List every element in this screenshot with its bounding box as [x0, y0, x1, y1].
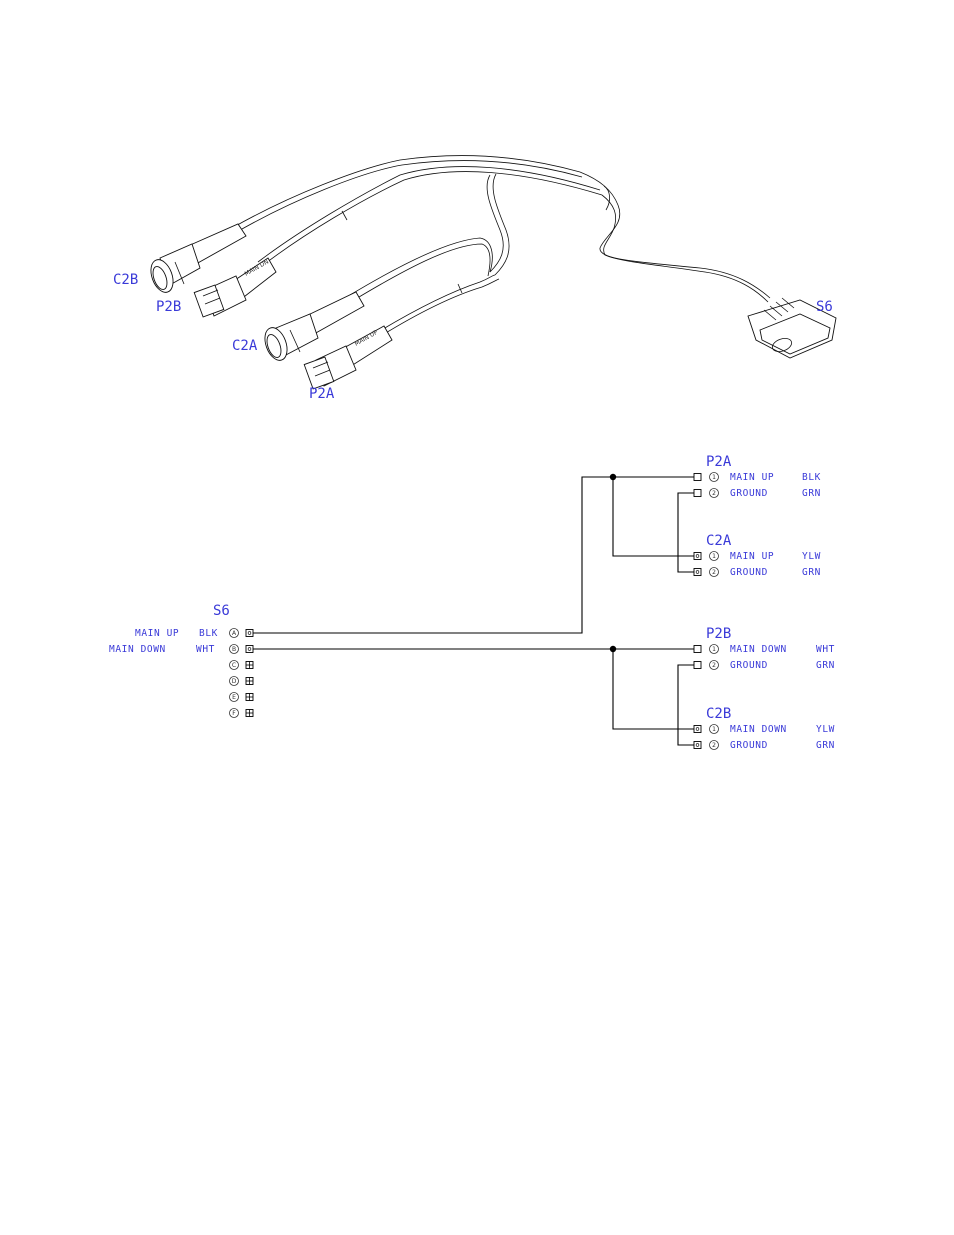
terminal-square — [694, 490, 701, 497]
wire-name: GROUND — [730, 488, 768, 499]
s6-pin-color: WHT — [196, 644, 215, 655]
s6-pin-name: MAIN DOWN — [109, 644, 166, 655]
terminal-square — [694, 474, 701, 481]
s6-pin-row: E — [230, 693, 254, 702]
connector-title: P2A — [706, 454, 732, 470]
p2b-connector-drawing: MAIN DN — [194, 258, 276, 317]
wire-name: GROUND — [730, 567, 768, 578]
wire-color: WHT — [816, 644, 835, 655]
wire-color: BLK — [802, 472, 821, 483]
pin-number: 2 — [712, 569, 716, 576]
terminal-square — [694, 646, 701, 653]
wire-color: GRN — [816, 740, 835, 751]
splice-dot-up — [610, 474, 616, 480]
s6-pin-row: C — [230, 661, 254, 670]
s6-pin-row: MAIN UP BLK A — [135, 628, 253, 639]
s6-pin-row: F — [230, 709, 254, 718]
p2a-block: P2A 1 MAIN UP BLK 2 GROUND GRN — [694, 454, 821, 499]
s6-pin-letter: D — [232, 678, 237, 685]
connector-title: P2B — [706, 626, 731, 642]
splice-dot-down — [610, 646, 616, 652]
s6-illustration-label: S6 — [816, 299, 833, 315]
s6-pin-letter: E — [232, 694, 236, 701]
connector-title: C2A — [706, 533, 732, 549]
s6-pin-letter: C — [232, 662, 236, 669]
wire-name: MAIN UP — [730, 472, 774, 483]
wire-color: GRN — [802, 567, 821, 578]
pin-number: 2 — [712, 662, 716, 669]
terminal-square — [694, 553, 701, 560]
schematic-wires — [253, 474, 694, 745]
wire-color: GRN — [816, 660, 835, 671]
pin-number: 1 — [712, 646, 716, 653]
pin-number: 1 — [712, 726, 716, 733]
wire-color: YLW — [816, 724, 835, 735]
wiring-schematic: S6 MAIN UP BLK A MAIN DOWN WHT B C — [109, 454, 835, 751]
pin-number: 1 — [712, 474, 716, 481]
wire-name: GROUND — [730, 660, 768, 671]
pin-number: 1 — [712, 553, 716, 560]
terminal-square-used — [246, 630, 253, 637]
s6-pin-letter: F — [232, 710, 236, 717]
c2b-illustration-label: C2B — [113, 272, 138, 288]
s6-pin-row: D — [230, 677, 254, 686]
p2b-block: P2B 1 MAIN DOWN WHT 2 GROUND GRN — [694, 626, 835, 671]
wire-color: GRN — [802, 488, 821, 499]
terminal-square — [694, 726, 701, 733]
terminal-square-used — [246, 646, 253, 653]
connector-title: C2B — [706, 706, 731, 722]
s6-pin-name: MAIN UP — [135, 628, 179, 639]
terminal-square — [694, 742, 701, 749]
p2a-illustration-label: P2A — [309, 386, 335, 402]
harness-illustration: MAIN DN MAIN UP C — [113, 156, 836, 402]
terminal-square — [694, 662, 701, 669]
s6-pin-row: MAIN DOWN WHT B — [109, 644, 253, 655]
c2a-block: C2A 1 MAIN UP YLW 2 GROUND GRN — [694, 533, 821, 578]
s6-title: S6 — [213, 603, 230, 619]
wire-name: MAIN DOWN — [730, 724, 787, 735]
c2b-block: C2B 1 MAIN DOWN YLW 2 GROUND GRN — [694, 706, 835, 751]
s6-pin-letter: B — [232, 646, 236, 653]
s6-pin-color: BLK — [199, 628, 218, 639]
wire-color: YLW — [802, 551, 821, 562]
terminal-square — [694, 569, 701, 576]
s6-block: S6 MAIN UP BLK A MAIN DOWN WHT B C — [109, 603, 253, 718]
c2a-illustration-label: C2A — [232, 338, 258, 354]
p2b-illustration-label: P2B — [156, 299, 181, 315]
wire-name: MAIN DOWN — [730, 644, 787, 655]
wire-name: GROUND — [730, 740, 768, 751]
wire-name: MAIN UP — [730, 551, 774, 562]
pin-number: 2 — [712, 742, 716, 749]
pin-number: 2 — [712, 490, 716, 497]
